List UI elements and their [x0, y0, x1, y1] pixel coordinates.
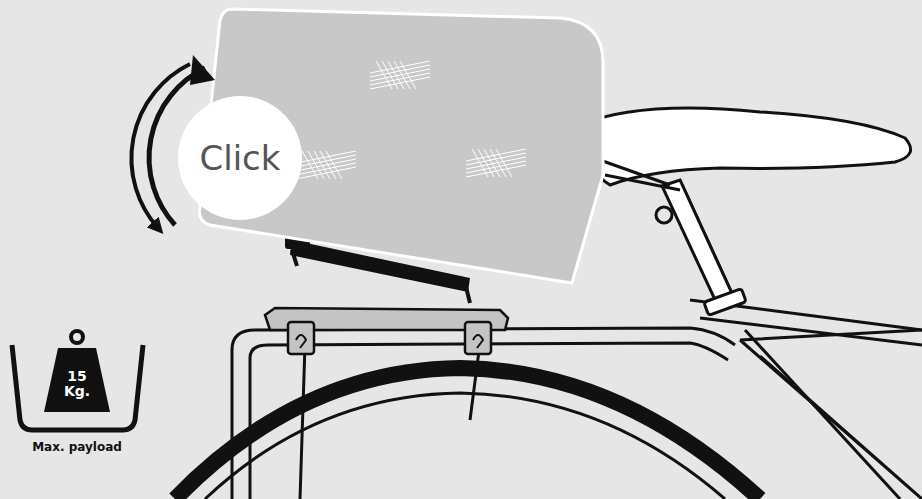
weight-icon: 15 Kg. — [58, 369, 96, 399]
payload-label: Max. payload — [32, 440, 122, 454]
node-text: 15 Kg. — [58, 369, 96, 399]
click-callout: Click — [185, 138, 295, 178]
node-text: Click — [199, 138, 280, 178]
